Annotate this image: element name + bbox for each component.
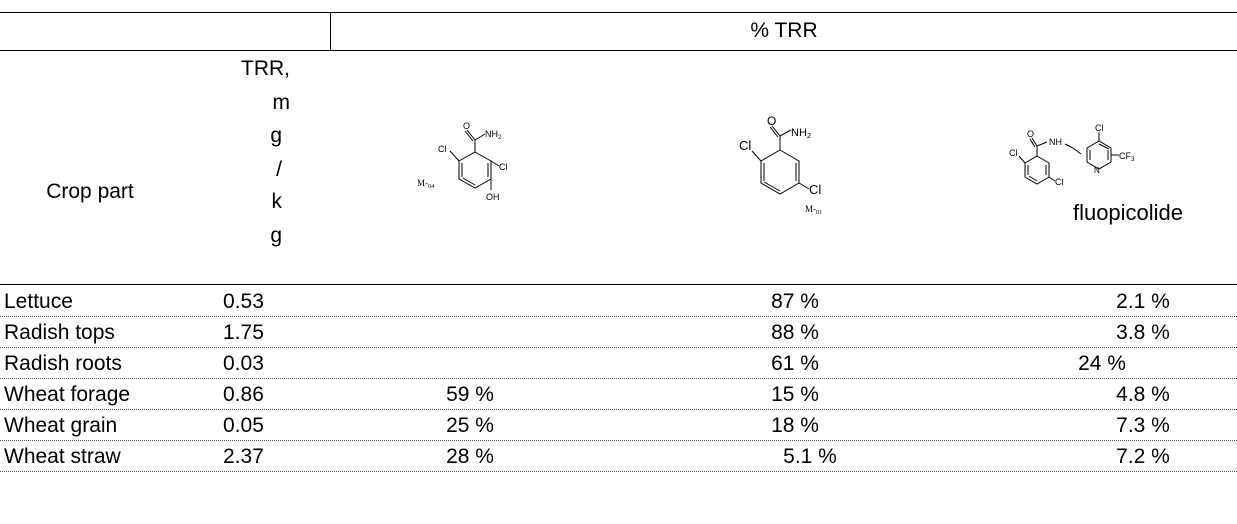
cell-crop: Wheat grain	[4, 414, 118, 437]
trr-header-char: g	[270, 224, 282, 247]
cell-trr: 1.75	[223, 321, 264, 344]
cell-m01: 88 %	[771, 321, 819, 344]
m04-label: M-04	[417, 178, 435, 190]
row-rule	[0, 471, 1237, 472]
cell-crop: Radish roots	[4, 352, 122, 375]
fluopicolide-atom-n: N	[1094, 166, 1100, 175]
cell-m04: 25 %	[446, 414, 494, 437]
cell-crop: Wheat straw	[4, 445, 121, 468]
fluopicolide-atom-o: O	[1027, 129, 1034, 139]
cell-crop: Lettuce	[4, 290, 73, 313]
row-rule	[0, 409, 1237, 410]
m04-atom-cl: Cl	[438, 144, 447, 154]
cell-trr: 0.03	[223, 352, 264, 375]
cell-m01: 18 %	[771, 414, 819, 437]
group-divider	[330, 12, 331, 50]
trr-header-line: TRR,	[241, 57, 290, 80]
column-header-crop-part: Crop part	[46, 180, 134, 203]
m04-atom-o: O	[463, 121, 470, 131]
m01-atom-cl: Cl	[739, 138, 751, 153]
cell-fluopicolide: 7.2 %	[1116, 445, 1170, 468]
trr-header-char: g	[270, 124, 282, 147]
cell-trr: 0.86	[223, 383, 264, 406]
m01-label: M-01	[805, 204, 822, 216]
fluopicolide-atom-nh: NH	[1049, 137, 1062, 147]
m04-atom-oh: OH	[486, 192, 500, 202]
header-rule	[0, 284, 1237, 285]
cell-trr: 0.53	[223, 290, 264, 313]
fluopicolide-atom-cl3: Cl	[1055, 177, 1064, 187]
cell-fluopicolide: 3.8 %	[1116, 321, 1170, 344]
cell-fluopicolide: 24 %	[1078, 352, 1126, 375]
cell-m01: 87 %	[771, 290, 819, 313]
row-rule	[0, 347, 1237, 348]
m01-atom-nh2: NH2	[791, 127, 811, 140]
group-rule	[0, 50, 1237, 51]
row-rule	[0, 440, 1237, 441]
cell-m01: 15 %	[771, 383, 819, 406]
cell-trr: 2.37	[223, 445, 264, 468]
m01-atom-o: O	[767, 114, 776, 128]
fluopicolide-label: fluopicolide	[1072, 200, 1184, 225]
fluopicolide-atom-cf3: CF3	[1119, 151, 1135, 163]
fluopicolide-atom-cl2: Cl	[1095, 123, 1104, 133]
cell-crop: Radish tops	[4, 321, 115, 344]
m01-atom-cl2: Cl	[809, 182, 821, 197]
top-rule	[0, 12, 1237, 13]
structure-m04: Cl O NH2 Cl OH M-04	[395, 121, 545, 240]
m04-atom-nh2: NH2	[485, 129, 502, 141]
cell-fluopicolide: 2.1 %	[1116, 290, 1170, 313]
fluopicolide-atom-cl: Cl	[1009, 148, 1018, 158]
cell-fluopicolide: 4.8 %	[1116, 383, 1170, 406]
trr-header-char: m	[272, 91, 291, 114]
m04-atom-cl2: Cl	[499, 162, 508, 172]
cell-m01: 5.1 %	[783, 445, 837, 468]
cell-m01: 61 %	[771, 352, 819, 375]
cell-fluopicolide: 7.3 %	[1116, 414, 1170, 437]
cell-trr: 0.05	[223, 414, 264, 437]
trr-header-char: /	[276, 158, 282, 181]
trr-header-char: k	[271, 190, 283, 213]
cell-m04: 59 %	[446, 383, 494, 406]
row-rule	[0, 378, 1237, 379]
structure-fluopicolide: Cl O NH Cl CF3 N Cl	[1009, 123, 1215, 200]
structure-m01: Cl O NH2 Cl M-01	[725, 114, 875, 240]
row-rule	[0, 316, 1237, 317]
cell-crop: Wheat forage	[4, 383, 131, 406]
group-header-trr-percent: % TRR	[750, 19, 818, 42]
cell-m04: 28 %	[446, 445, 494, 468]
